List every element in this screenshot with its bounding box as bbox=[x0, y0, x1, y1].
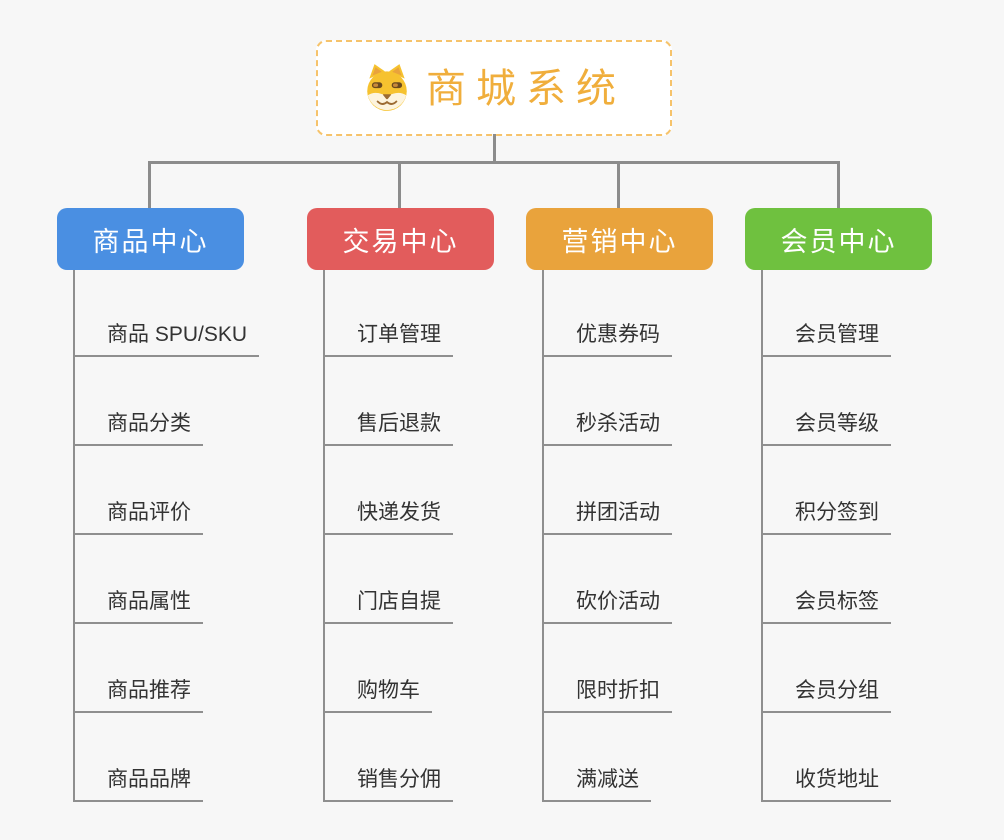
leaf-node[interactable]: 收货地址 bbox=[761, 765, 891, 802]
leaf-node[interactable]: 订单管理 bbox=[323, 320, 453, 357]
leaf-node[interactable]: 快递发货 bbox=[323, 498, 453, 535]
connector-stub-3 bbox=[617, 161, 620, 208]
leaf-node[interactable]: 会员管理 bbox=[761, 320, 891, 357]
branch-node-product-center[interactable]: 商品中心 bbox=[57, 208, 244, 270]
leaf-node[interactable]: 商品品牌 bbox=[73, 765, 203, 802]
leaf-node[interactable]: 商品 SPU/SKU bbox=[73, 320, 260, 357]
branch-node-member-center[interactable]: 会员中心 bbox=[745, 208, 932, 270]
branch-column-member: 会员管理 会员等级 积分签到 会员标签 会员分组 收货地址 bbox=[761, 270, 891, 802]
leaf-node[interactable]: 会员等级 bbox=[761, 409, 891, 446]
leaf-node[interactable]: 秒杀活动 bbox=[542, 409, 672, 446]
leaf-node[interactable]: 售后退款 bbox=[323, 409, 453, 446]
leaf-node[interactable]: 会员分组 bbox=[761, 676, 891, 713]
branch-column-trade: 订单管理 售后退款 快递发货 门店自提 购物车 销售分佣 bbox=[323, 270, 453, 802]
leaf-node[interactable]: 限时折扣 bbox=[542, 676, 672, 713]
leaf-node[interactable]: 商品属性 bbox=[73, 587, 203, 624]
connector-horizontal bbox=[148, 161, 840, 164]
leaf-node[interactable]: 商品推荐 bbox=[73, 676, 203, 713]
branch-node-marketing-center[interactable]: 营销中心 bbox=[526, 208, 713, 270]
leaf-node[interactable]: 拼团活动 bbox=[542, 498, 672, 535]
branch-column-marketing: 优惠券码 秒杀活动 拼团活动 砍价活动 限时折扣 满减送 bbox=[542, 270, 672, 802]
leaf-node[interactable]: 购物车 bbox=[323, 676, 432, 713]
connector-root-drop bbox=[493, 134, 496, 163]
leaf-node[interactable]: 砍价活动 bbox=[542, 587, 672, 624]
leaf-node[interactable]: 优惠券码 bbox=[542, 320, 672, 357]
branch-node-trade-center[interactable]: 交易中心 bbox=[307, 208, 494, 270]
branch-column-product: 商品 SPU/SKU 商品分类 商品评价 商品属性 商品推荐 商品品牌 bbox=[73, 270, 260, 802]
connector-stub-2 bbox=[398, 161, 401, 208]
leaf-node[interactable]: 商品分类 bbox=[73, 409, 203, 446]
root-title: 商城系统 bbox=[426, 67, 626, 111]
leaf-node[interactable]: 会员标签 bbox=[761, 587, 891, 624]
leaf-node[interactable]: 商品评价 bbox=[73, 498, 203, 535]
leaf-node[interactable]: 门店自提 bbox=[323, 587, 453, 624]
leaf-node[interactable]: 销售分佣 bbox=[323, 765, 453, 802]
connector-stub-1 bbox=[148, 161, 151, 208]
connector-stub-4 bbox=[837, 161, 840, 208]
leaf-node[interactable]: 满减送 bbox=[542, 765, 651, 802]
shiba-dog-icon bbox=[367, 64, 407, 111]
leaf-node[interactable]: 积分签到 bbox=[761, 498, 891, 535]
root-node[interactable]: 商城系统 bbox=[316, 40, 672, 136]
